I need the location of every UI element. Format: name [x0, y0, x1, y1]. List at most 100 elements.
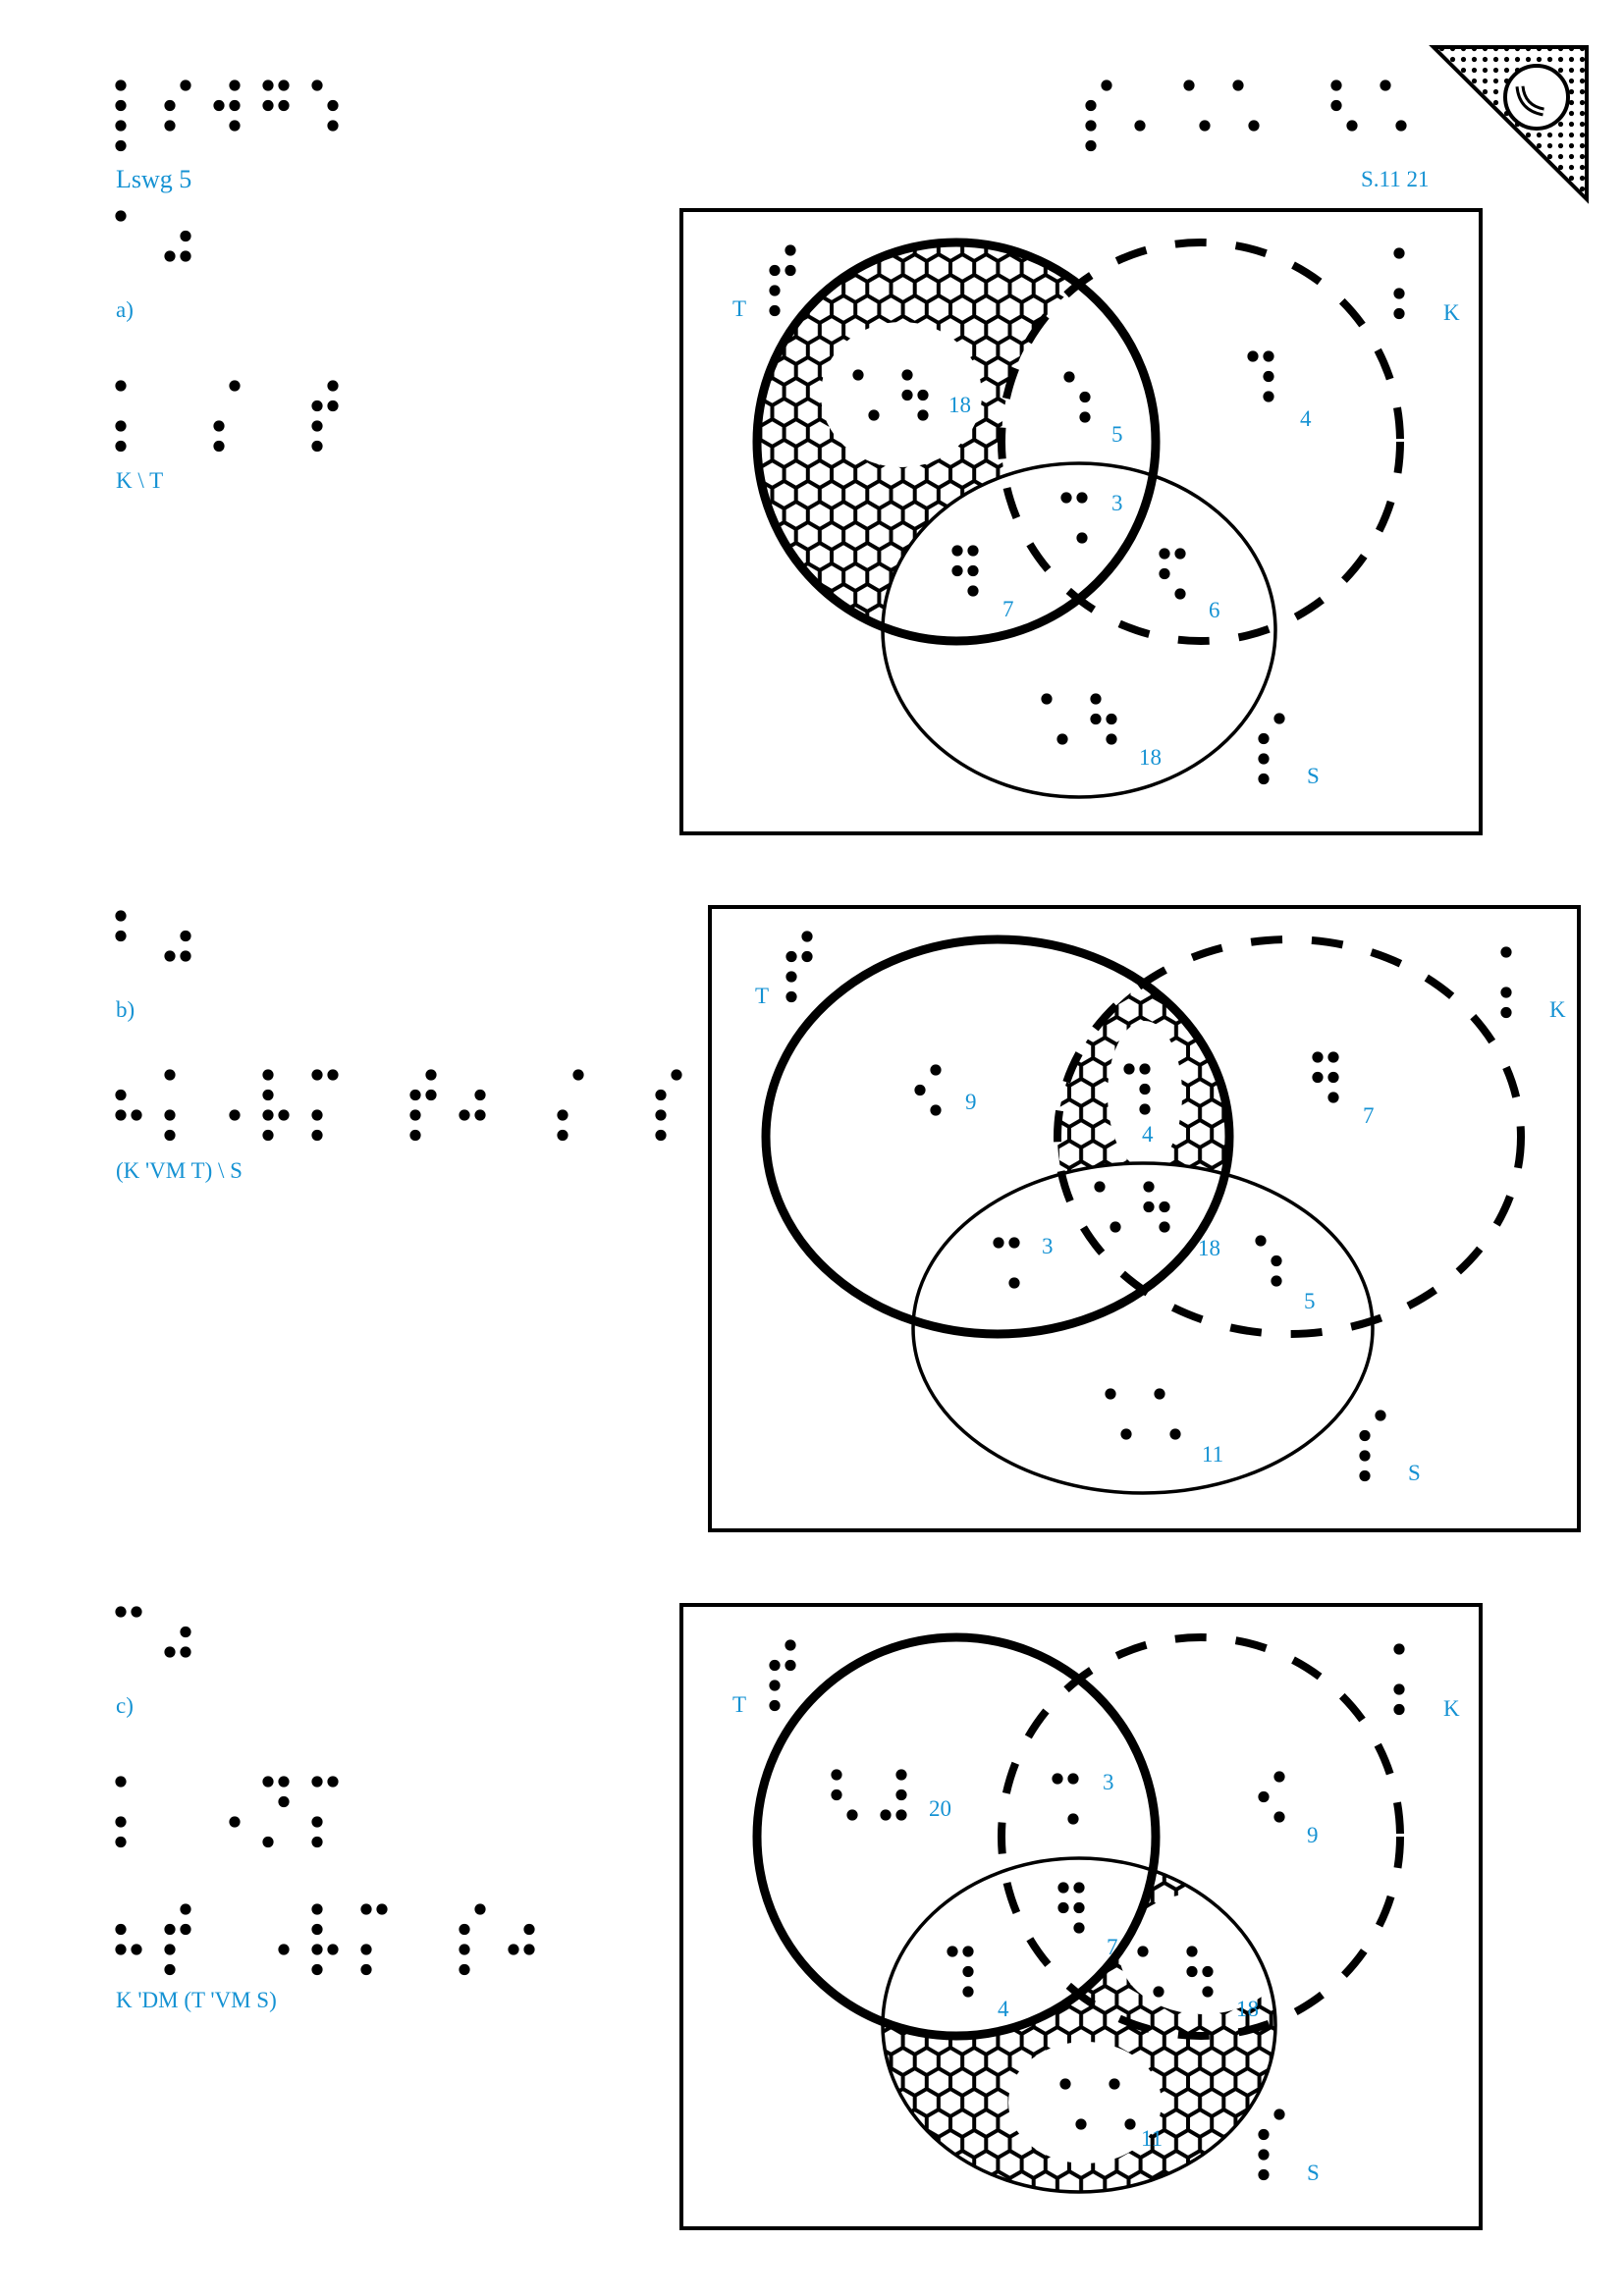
braille-dot: [880, 1809, 892, 1821]
braille-dot: [655, 1089, 667, 1101]
braille-dot: [1073, 1882, 1085, 1894]
region-count: 5: [1111, 422, 1123, 447]
braille-dot: [1174, 588, 1186, 600]
braille-dot: [1169, 1428, 1181, 1440]
braille-dot: [311, 1944, 323, 1955]
title-braille: [115, 80, 339, 152]
braille-dot: [1393, 288, 1405, 299]
set-t-label: T: [755, 984, 769, 1008]
region-count: 11: [1141, 2126, 1163, 2151]
braille-dot: [1085, 120, 1097, 132]
braille-dot: [1060, 492, 1072, 504]
braille-dot: [474, 1109, 486, 1121]
braille-dot: [1359, 1469, 1371, 1482]
braille-dot: [1258, 732, 1270, 745]
set-k-label: K: [1549, 997, 1566, 1022]
braille-dot: [327, 1776, 339, 1788]
braille-dot: [311, 440, 323, 453]
braille-dot: [229, 80, 241, 91]
braille-dot: [1330, 80, 1342, 91]
set-s-circle: [911, 1161, 1375, 1495]
region-braille: [1258, 1771, 1285, 1823]
braille-dot: [164, 99, 176, 112]
braille-dot: [895, 1769, 907, 1781]
braille-dot: [115, 120, 127, 132]
region-count: 5: [1304, 1289, 1316, 1313]
part-a-expression-braille: [115, 380, 339, 453]
braille-dot: [785, 264, 796, 277]
set-t-label: T: [732, 296, 746, 321]
braille-dot: [311, 1963, 323, 1976]
region-count: 3: [1042, 1234, 1054, 1258]
set-s-braille: [1258, 2109, 1285, 2181]
braille-dot: [115, 139, 127, 152]
braille-dot: [868, 409, 880, 421]
braille-dot: [1199, 120, 1211, 132]
braille-dot: [785, 1639, 796, 1651]
braille-dot: [180, 80, 191, 91]
region-count: 4: [998, 1997, 1009, 2021]
braille-dot: [769, 1659, 781, 1672]
braille-dot: [1041, 693, 1053, 705]
set-k-circle: [998, 1633, 1404, 2040]
braille-dot: [1073, 1922, 1085, 1934]
region-braille: [1063, 371, 1091, 423]
region-braille: [1247, 350, 1274, 402]
braille-dot: [1067, 1773, 1079, 1785]
set-s-braille: [1258, 713, 1285, 785]
braille-dot: [1143, 1181, 1155, 1193]
braille-dot: [262, 80, 274, 91]
braille-dot: [327, 99, 339, 112]
braille-dot: [311, 1109, 323, 1121]
braille-dot: [1174, 548, 1186, 560]
braille-dot: [1273, 2109, 1285, 2120]
braille-dot: [1154, 1388, 1165, 1400]
braille-dot: [1258, 753, 1270, 765]
part-a: a) K \ T T K S 18 5 4 3 7 6: [115, 208, 1483, 835]
set-k-label: K: [1443, 300, 1460, 325]
braille-dot: [262, 1776, 274, 1788]
braille-dot: [1143, 1201, 1155, 1213]
braille-dot: [967, 585, 979, 597]
title-text: Lswg 5: [116, 165, 191, 193]
braille-dot: [671, 1069, 682, 1081]
shaded-region: [746, 236, 1178, 658]
braille-dot: [213, 99, 225, 112]
region-count: 18: [1139, 745, 1162, 770]
region-braille: [1059, 2078, 1136, 2130]
braille-dot: [769, 1699, 781, 1712]
braille-dot: [1139, 1103, 1151, 1115]
braille-dot: [1393, 1703, 1405, 1716]
region-count: 3: [1111, 491, 1123, 515]
braille-dot: [311, 1129, 323, 1142]
braille-dot: [409, 1129, 421, 1142]
braille-dot: [311, 400, 323, 412]
braille-dot: [846, 1809, 858, 1821]
braille-dot: [164, 1069, 176, 1081]
braille-dot: [785, 244, 796, 256]
region-braille: [852, 369, 929, 421]
braille-dot: [229, 99, 241, 112]
part-c-expression: K 'DM (T 'VM S): [116, 1988, 277, 2012]
region-braille: [1159, 548, 1186, 600]
set-t-label: T: [732, 1692, 746, 1717]
set-s-label: S: [1307, 2161, 1320, 2185]
braille-dot: [425, 1089, 437, 1101]
braille-dot: [801, 950, 813, 963]
braille-dot: [459, 1109, 470, 1121]
set-s-braille: [1359, 1410, 1386, 1482]
set-s-circle: [881, 1856, 1277, 2194]
braille-dot: [311, 1836, 323, 1848]
braille-dot: [311, 1923, 323, 1936]
braille-dot: [180, 1646, 191, 1658]
braille-dot: [115, 1089, 127, 1101]
braille-dot: [1271, 1275, 1282, 1287]
braille-dot: [278, 1109, 290, 1121]
braille-dot: [1312, 1071, 1324, 1084]
braille-dot: [523, 1944, 535, 1955]
braille-dot: [278, 99, 290, 112]
braille-dot: [917, 389, 929, 401]
braille-dot: [1393, 247, 1405, 259]
braille-dot: [229, 1109, 241, 1121]
braille-dot: [311, 80, 323, 91]
